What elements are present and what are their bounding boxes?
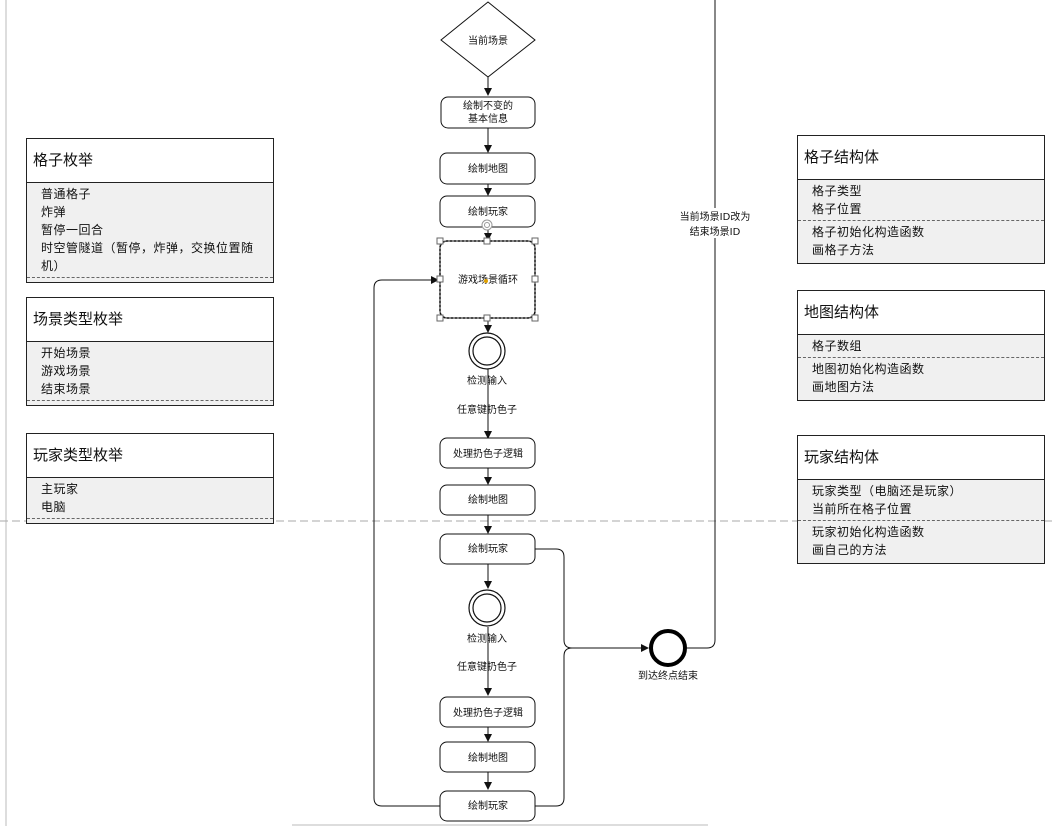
struct-attributes: 格子数组 <box>798 335 1044 358</box>
struct-attribute: 当前所在格子位置 <box>812 502 913 516</box>
draw-player-label-1: 绘制玩家 <box>468 205 508 218</box>
struct-methods: 玩家初始化构造函数 画自己的方法 <box>798 521 1044 561</box>
handle-top-center[interactable] <box>483 237 491 245</box>
struct-box-player[interactable]: 玩家结构体 玩家类型（电脑还是玩家） 当前所在格子位置 玩家初始化构造函数 画自… <box>797 435 1045 564</box>
enum-box-cell-type[interactable]: 格子枚举 普通格子 炸弹 暂停一回合 时空管隧道（暂停，炸弹，交换位置随 机） <box>26 138 274 283</box>
any-key-dice-label-2: 任意键扔色子 <box>457 660 517 673</box>
enum-values: 开始场景 游戏场景 结束场景 <box>27 342 273 401</box>
struct-title: 玩家结构体 <box>798 436 1044 480</box>
enum-value: 开始场景 <box>41 346 92 360</box>
handle-bottom-right[interactable] <box>531 314 539 322</box>
scene-change-connector <box>687 0 716 649</box>
end-connector-1 <box>535 548 649 652</box>
draw-map-label-3: 绘制地图 <box>468 751 508 764</box>
struct-title: 格子结构体 <box>798 136 1044 180</box>
enum-value: 机） <box>41 259 67 273</box>
struct-method: 画地图方法 <box>812 380 875 394</box>
detect-input-event-2-inner <box>472 593 502 623</box>
decision-diamond[interactable] <box>440 1 536 78</box>
enum-values: 主玩家 电脑 <box>27 478 273 519</box>
enum-title: 玩家类型枚举 <box>27 434 273 478</box>
end-connector-2 <box>535 647 573 807</box>
enum-title: 场景类型枚举 <box>27 298 273 342</box>
handle-middle-left[interactable] <box>436 275 444 283</box>
detect-input-label-1: 检测输入 <box>467 374 507 387</box>
draw-static-info-label-2: 基本信息 <box>468 112 508 125</box>
struct-method: 玩家初始化构造函数 <box>812 525 925 539</box>
enum-title: 格子枚举 <box>27 139 273 183</box>
enum-value: 游戏场景 <box>41 364 92 378</box>
enum-value: 炸弹 <box>41 205 67 219</box>
any-key-dice-label-1: 任意键扔色子 <box>457 403 517 416</box>
struct-box-cell[interactable]: 格子结构体 格子类型 格子位置 格子初始化构造函数 画格子方法 <box>797 135 1045 264</box>
draw-player-node-2[interactable] <box>439 533 536 565</box>
handle-bottom-left[interactable] <box>436 314 444 322</box>
selection-handles[interactable] <box>436 237 539 322</box>
draw-map-node-1[interactable] <box>439 152 536 185</box>
scene-change-label-1: 当前场景ID改为 <box>680 210 751 223</box>
handle-bottom-center[interactable] <box>483 314 491 322</box>
dice-logic-label-2: 处理扔色子逻辑 <box>453 706 523 719</box>
center-point-icon <box>484 279 488 283</box>
draw-map-node-2[interactable] <box>439 484 536 516</box>
scene-change-label-2: 结束场景ID <box>690 225 741 238</box>
draw-map-label-1: 绘制地图 <box>468 162 508 175</box>
enum-value: 普通格子 <box>41 187 92 201</box>
struct-attributes: 格子类型 格子位置 <box>798 180 1044 221</box>
dice-logic-label-1: 处理扔色子逻辑 <box>453 447 523 460</box>
scene-change-label-bg <box>672 208 758 238</box>
enum-values: 普通格子 炸弹 暂停一回合 时空管隧道（暂停，炸弹，交换位置随 机） <box>27 183 273 278</box>
end-event[interactable] <box>649 629 687 667</box>
enum-box-player-type[interactable]: 玩家类型枚举 主玩家 电脑 <box>26 433 274 524</box>
struct-body: 格子数组 地图初始化构造函数 画地图方法 <box>798 335 1044 400</box>
struct-method: 格子初始化构造函数 <box>812 225 925 239</box>
rotate-handle-icon[interactable] <box>481 219 493 231</box>
handle-top-right[interactable] <box>531 237 539 245</box>
struct-methods: 格子初始化构造函数 画格子方法 <box>798 221 1044 261</box>
enum-box-scene-type[interactable]: 场景类型枚举 开始场景 游戏场景 结束场景 <box>26 297 274 406</box>
game-loop-label: 游戏场景循环 <box>458 273 518 286</box>
enum-body: 主玩家 电脑 <box>27 478 273 523</box>
enum-value: 主玩家 <box>41 482 79 496</box>
draw-static-info-label-1: 绘制不变的 <box>463 99 513 112</box>
loop-back-connector <box>373 276 440 807</box>
draw-player-label-3: 绘制玩家 <box>468 799 508 812</box>
struct-attribute: 格子数组 <box>812 339 863 353</box>
dice-logic-node-1[interactable] <box>439 437 536 469</box>
detect-input-label-2: 检测输入 <box>467 632 507 645</box>
rotate-handle-inner-icon <box>484 222 490 228</box>
handle-top-left[interactable] <box>436 237 444 245</box>
draw-map-node-3[interactable] <box>439 741 536 773</box>
struct-method: 画格子方法 <box>812 243 875 257</box>
struct-box-map[interactable]: 地图结构体 格子数组 地图初始化构造函数 画地图方法 <box>797 290 1045 401</box>
draw-player-label-2: 绘制玩家 <box>468 542 508 555</box>
struct-method: 地图初始化构造函数 <box>812 362 925 376</box>
dice-logic-node-2[interactable] <box>439 696 536 728</box>
struct-methods: 地图初始化构造函数 画地图方法 <box>798 358 1044 398</box>
enum-body: 普通格子 炸弹 暂停一回合 时空管隧道（暂停，炸弹，交换位置随 机） <box>27 183 273 282</box>
enum-value: 结束场景 <box>41 382 92 396</box>
struct-attribute: 格子位置 <box>812 202 863 216</box>
decision-label: 当前场景 <box>468 34 508 47</box>
struct-body: 玩家类型（电脑还是玩家） 当前所在格子位置 玩家初始化构造函数 画自己的方法 <box>798 480 1044 563</box>
draw-map-label-2: 绘制地图 <box>468 493 508 506</box>
draw-player-node-3[interactable] <box>439 790 536 822</box>
struct-attributes: 玩家类型（电脑还是玩家） 当前所在格子位置 <box>798 480 1044 521</box>
struct-body: 格子类型 格子位置 格子初始化构造函数 画格子方法 <box>798 180 1044 263</box>
enum-value: 暂停一回合 <box>41 223 104 237</box>
enum-value: 电脑 <box>41 500 67 514</box>
struct-title: 地图结构体 <box>798 291 1044 335</box>
enum-body: 开始场景 游戏场景 结束场景 <box>27 342 273 405</box>
struct-method: 画自己的方法 <box>812 543 888 557</box>
end-event-label: 到达终点结束 <box>638 669 698 682</box>
draw-static-info-node[interactable] <box>440 96 536 129</box>
detect-input-event-1-inner <box>472 336 502 366</box>
struct-attribute: 格子类型 <box>812 184 863 198</box>
enum-value: 时空管隧道（暂停，炸弹，交换位置随 <box>41 241 254 255</box>
struct-attribute: 玩家类型（电脑还是玩家） <box>812 484 963 498</box>
handle-middle-right[interactable] <box>531 275 539 283</box>
